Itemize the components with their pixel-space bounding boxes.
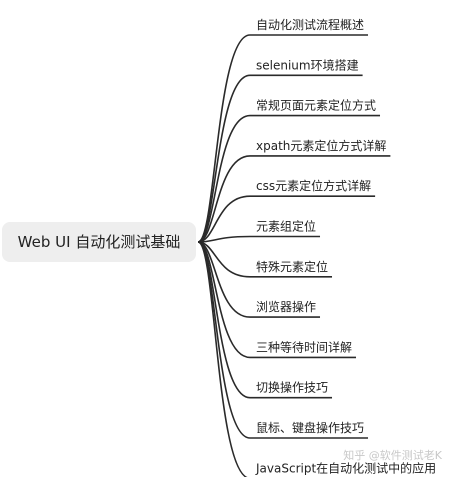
branch-node[interactable]: 自动化测试流程概述 xyxy=(256,17,364,32)
root-node-label: Web UI 自动化测试基础 xyxy=(18,233,181,251)
branch-connector xyxy=(197,195,251,243)
branch-node[interactable]: 元素组定位 xyxy=(256,219,316,234)
branch-connector xyxy=(197,241,251,278)
branch-node[interactable]: 三种等待时间详解 xyxy=(256,339,352,354)
root-node-background xyxy=(2,222,196,262)
branch-connector xyxy=(197,241,249,477)
branch-node[interactable]: JavaScript在自动化测试中的应用 xyxy=(255,460,436,475)
branch-label: 切换操作技巧 xyxy=(256,380,328,395)
branch-connector xyxy=(197,155,251,243)
branch-label: selenium环境搭建 xyxy=(256,57,359,72)
branch-node[interactable]: xpath元素定位方式详解 xyxy=(256,138,386,153)
branch-label: 元素组定位 xyxy=(256,219,316,234)
branch-node[interactable]: 常规页面元素定位方式 xyxy=(256,98,376,113)
branch-label: 自动化测试流程概述 xyxy=(256,17,364,32)
branch-connector xyxy=(197,74,251,243)
branch-label: 浏览器操作 xyxy=(256,299,316,314)
branch-label: 三种等待时间详解 xyxy=(256,339,352,354)
branch-node[interactable]: css元素定位方式详解 xyxy=(256,178,371,193)
branch-node[interactable]: 鼠标、键盘操作技巧 xyxy=(256,420,364,435)
branch-connector xyxy=(197,114,251,243)
branch-label: xpath元素定位方式详解 xyxy=(256,138,386,153)
branch-node[interactable]: 切换操作技巧 xyxy=(256,380,328,395)
branch-node[interactable]: 特殊元素定位 xyxy=(256,259,328,274)
branch-label: css元素定位方式详解 xyxy=(256,178,371,193)
root-node[interactable]: Web UI 自动化测试基础 xyxy=(2,222,196,262)
branch-node[interactable]: 浏览器操作 xyxy=(256,299,316,314)
watermark-text: 知乎 @软件测试老K xyxy=(343,448,442,462)
branch-connectors xyxy=(197,34,391,477)
branch-label: 常规页面元素定位方式 xyxy=(256,98,376,113)
branch-label: 特殊元素定位 xyxy=(256,259,328,274)
branch-label: JavaScript在自动化测试中的应用 xyxy=(255,460,436,475)
branch-label: 鼠标、键盘操作技巧 xyxy=(256,420,364,435)
branch-node[interactable]: selenium环境搭建 xyxy=(256,57,359,72)
